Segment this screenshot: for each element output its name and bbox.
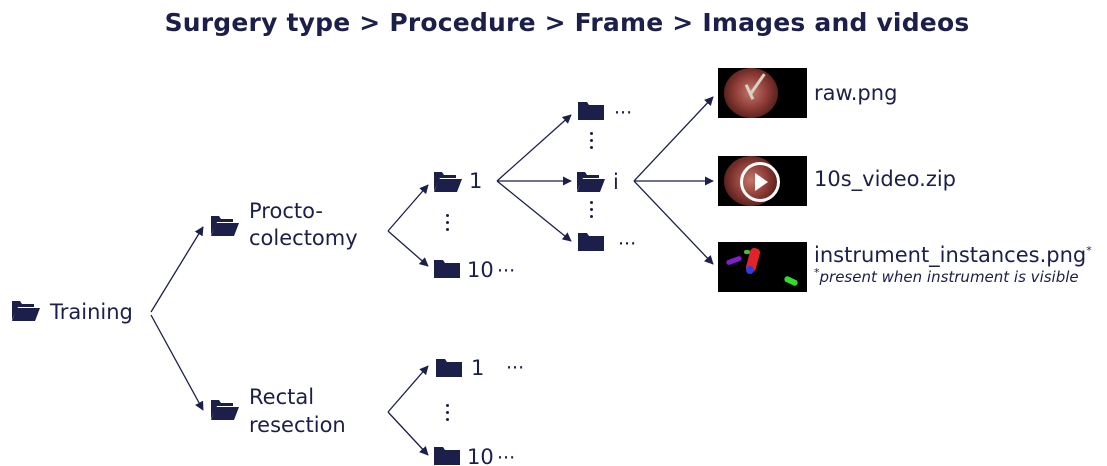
vertical-ellipsis (588, 130, 594, 151)
edge-rectal-proc10 (387, 411, 429, 456)
instrument-mask-thumbnail (718, 242, 807, 292)
edge-frame-instances (633, 180, 714, 265)
folder-closed-icon (578, 102, 604, 120)
file-label: 10s_video.zip (814, 167, 957, 191)
edge-proc1-frame-top (496, 114, 572, 182)
file-label: raw.png (814, 81, 898, 105)
footnote-marker: * (814, 266, 820, 279)
vertical-ellipsis (444, 212, 450, 233)
edge-proc1-frame-bottom (496, 180, 572, 242)
play-icon (740, 162, 780, 202)
edge-training-rectal (150, 314, 204, 411)
procedure-label: 10 (467, 258, 494, 282)
footnote: *present when instrument is visible (814, 266, 1079, 286)
procedure-label: 1 (469, 169, 483, 193)
folder-closed-icon (434, 260, 460, 278)
surgery-type-label-line1: Rectal (249, 385, 315, 409)
file-label: instrument_instances.png* (814, 243, 1092, 267)
folder-closed-icon (578, 233, 604, 251)
footnote-marker: * (1086, 244, 1092, 257)
edge-frame-raw (633, 96, 714, 182)
edge-procto-proc10 (387, 230, 429, 267)
folder-open-icon (211, 400, 239, 420)
frame-ellipsis: ··· (614, 102, 633, 124)
vertical-ellipsis (588, 199, 594, 220)
surgery-type-label-line1: Procto- (249, 199, 323, 223)
folder-open-icon (577, 172, 605, 192)
surgery-type-label-line2: colectomy (249, 226, 358, 250)
root-label: Training (50, 300, 133, 324)
procedure-ellipsis: ··· (497, 260, 516, 282)
raw-image-thumbnail (718, 68, 807, 118)
diagram-title: Surgery type > Procedure > Frame > Image… (164, 8, 970, 37)
edge-training-proctocolectomy (150, 226, 204, 313)
procedure-label: 10 (467, 445, 494, 466)
edge-procto-proc1 (387, 184, 429, 232)
vertical-ellipsis (444, 402, 450, 423)
folder-closed-icon (434, 447, 460, 465)
frame-ellipsis: ··· (618, 233, 637, 255)
procedure-label: 1 (471, 356, 485, 380)
video-thumbnail (718, 156, 807, 206)
frame-label: i (613, 170, 619, 194)
folder-closed-icon (436, 359, 462, 377)
folder-open-icon (211, 216, 239, 236)
procedure-ellipsis: ··· (506, 357, 525, 379)
surgery-type-label-line2: resection (249, 413, 346, 437)
edge-rectal-proc1 (387, 365, 429, 413)
folder-open-icon (434, 172, 462, 192)
folder-open-icon (12, 301, 40, 321)
procedure-ellipsis: ··· (497, 447, 516, 466)
